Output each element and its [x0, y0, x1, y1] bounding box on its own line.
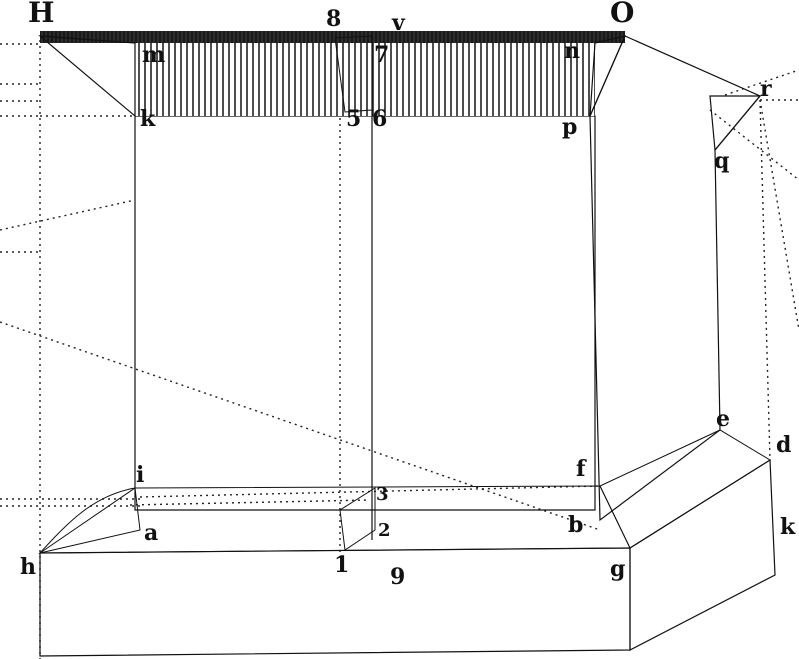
label-f: f	[576, 456, 587, 482]
label-7: 7	[374, 42, 389, 68]
label-H: H	[28, 0, 54, 29]
label-h: h	[20, 554, 36, 580]
top-edge	[40, 31, 625, 43]
label-O: O	[610, 0, 634, 29]
label-r: r	[760, 76, 772, 102]
label-9: 9	[390, 564, 405, 590]
label-2: 2	[378, 520, 391, 541]
construction-lines	[0, 40, 799, 659]
label-6: 6	[372, 106, 387, 132]
label-e: e	[716, 406, 730, 432]
label-g: g	[610, 556, 625, 582]
label-3: 3	[376, 484, 389, 505]
label-n: n	[564, 38, 580, 64]
point-labels: H O v 8 7 5 6 m k n p r q e d f b i 3 a …	[20, 0, 796, 590]
label-q: q	[714, 148, 729, 174]
label-d: d	[776, 432, 791, 458]
face-highlight	[330, 140, 570, 440]
label-v: v	[391, 10, 406, 36]
base-right-top	[599, 429, 771, 549]
base-notch	[339, 487, 376, 551]
label-5: 5	[346, 106, 361, 132]
right-side-face	[589, 35, 761, 522]
label-b: b	[568, 512, 583, 538]
left-bevel	[38, 35, 136, 118]
label-1: 1	[334, 552, 349, 578]
front-face-upper	[135, 43, 595, 116]
label-p: p	[562, 114, 577, 140]
label-i: i	[136, 462, 144, 488]
label-k: k	[140, 106, 156, 132]
base-right-side	[629, 458, 776, 651]
base-left-curve	[38, 487, 141, 554]
label-a: a	[144, 520, 158, 546]
r-q-bevel	[709, 95, 762, 152]
label-m: m	[142, 42, 165, 68]
base-top	[38, 485, 631, 554]
label-8: 8	[326, 6, 341, 32]
label-k-right: k	[780, 514, 796, 540]
